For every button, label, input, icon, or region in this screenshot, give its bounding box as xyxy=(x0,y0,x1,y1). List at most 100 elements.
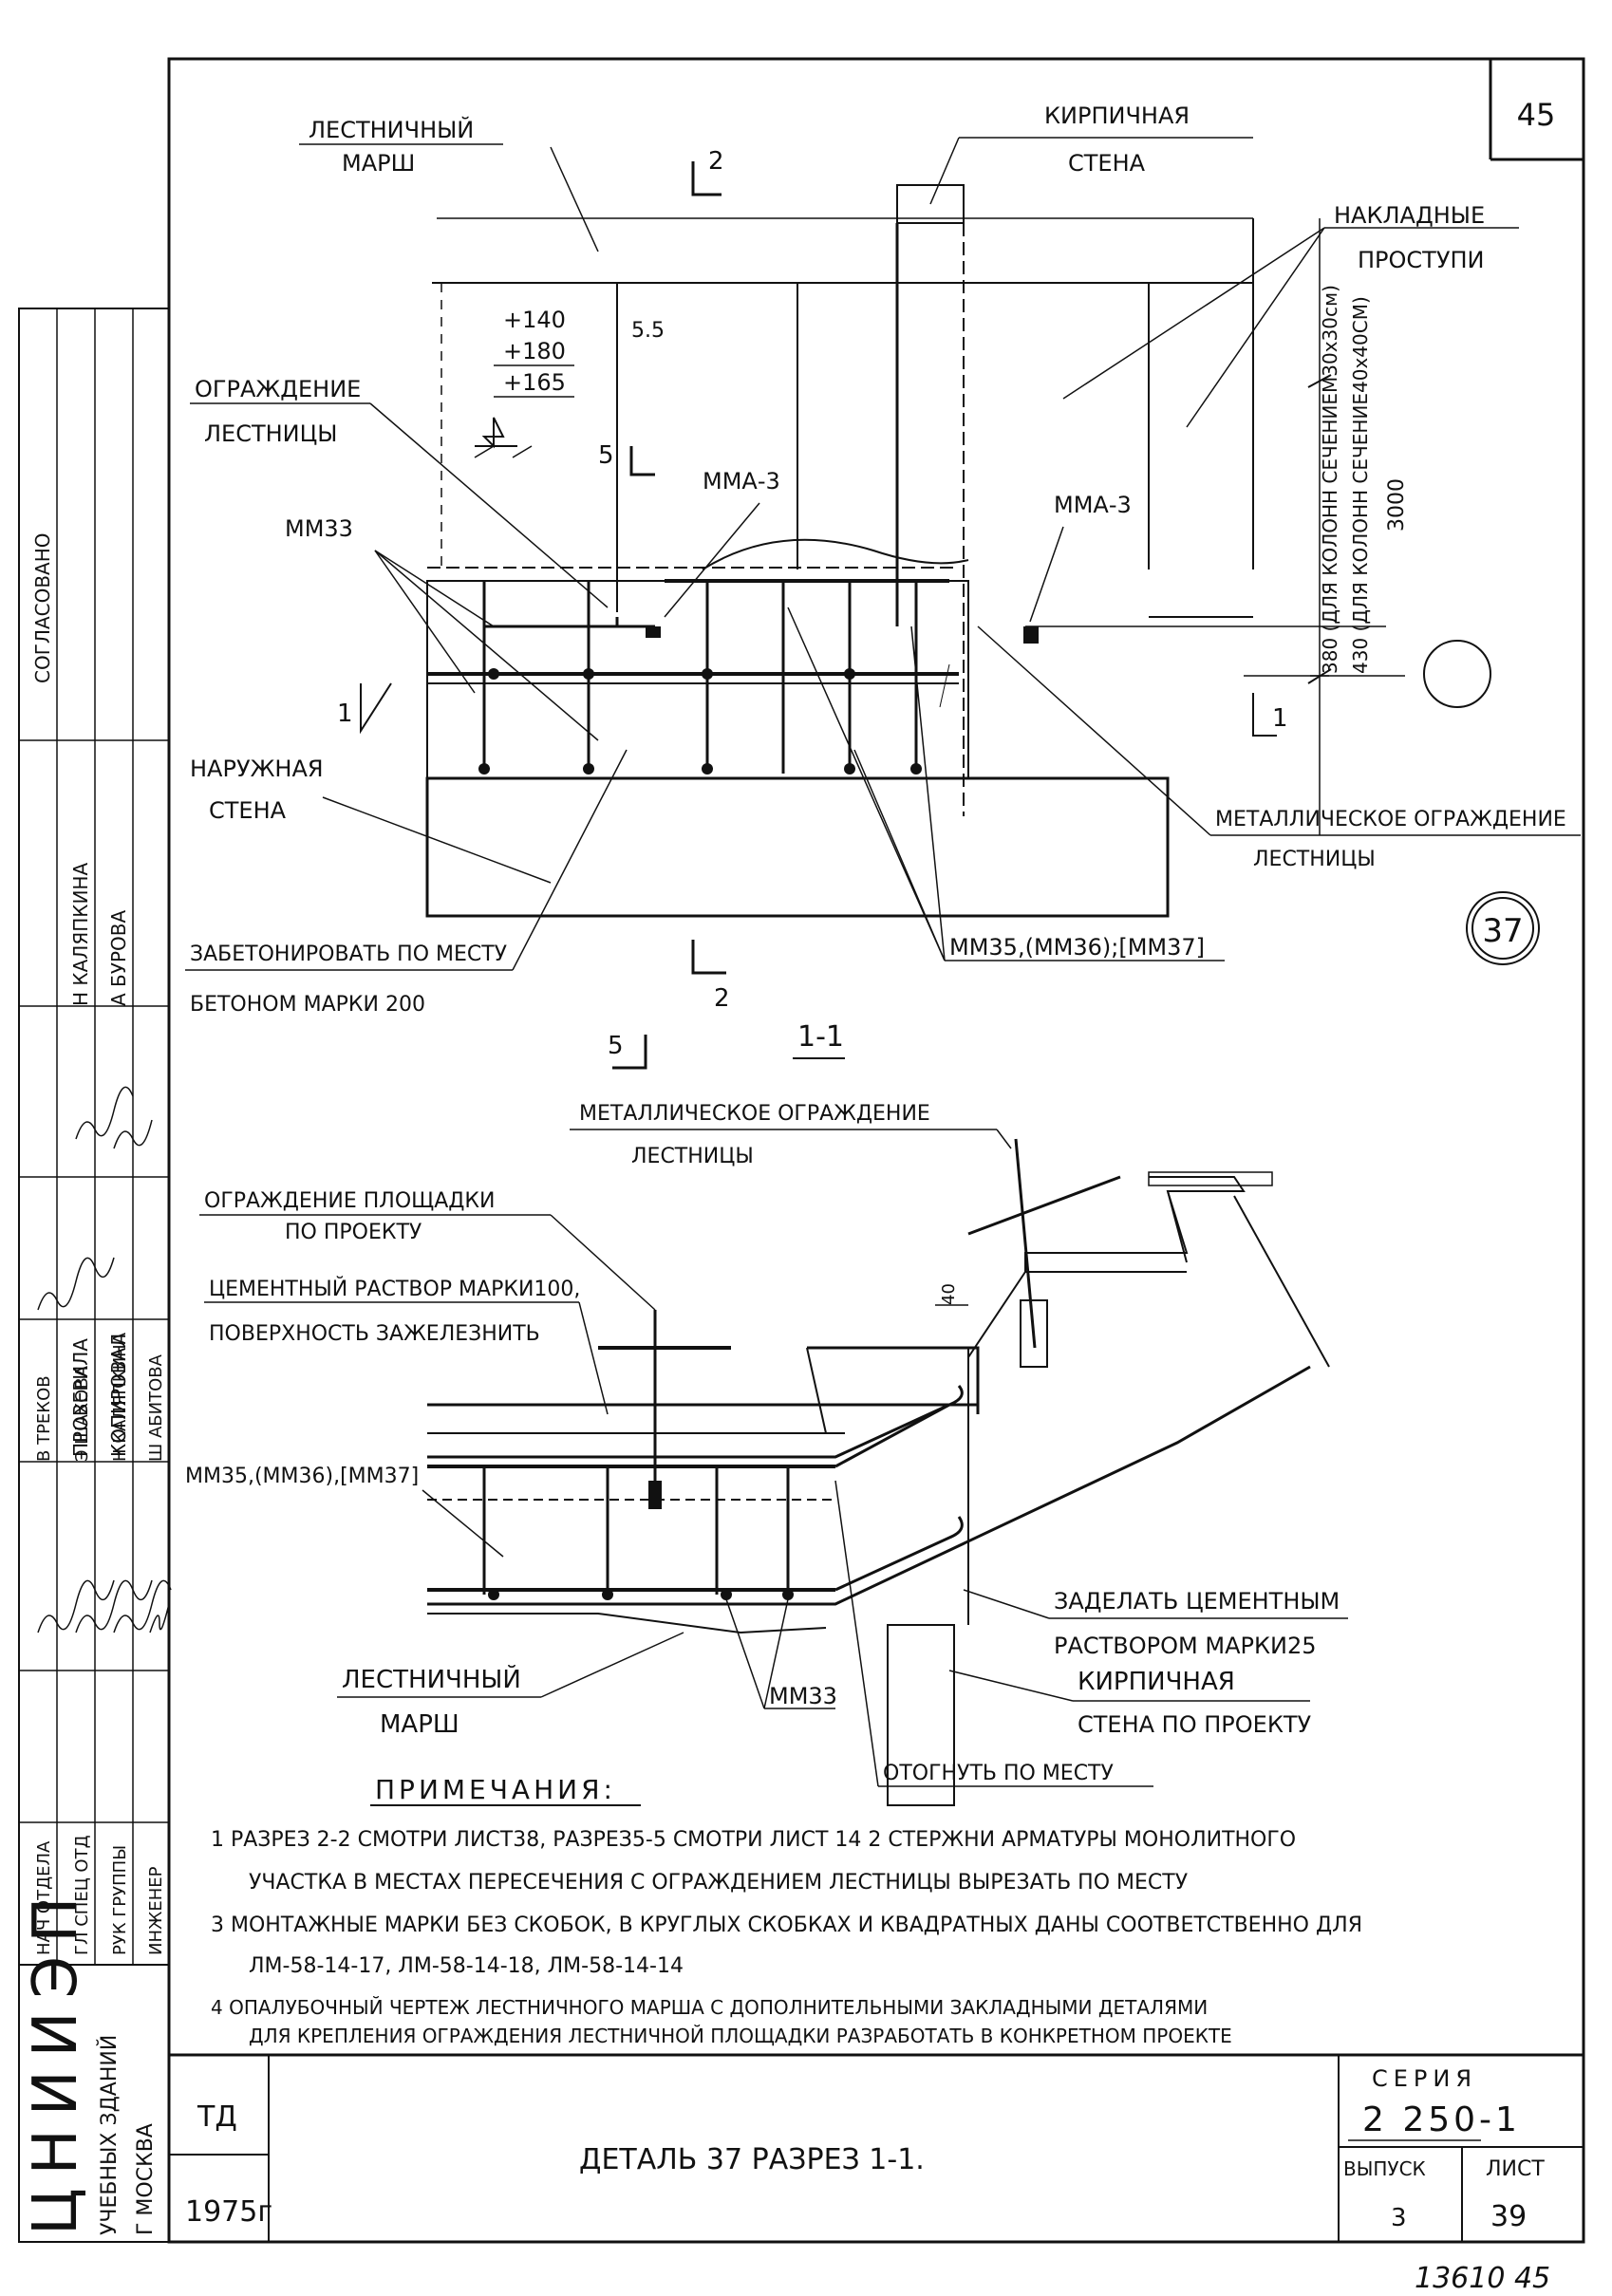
title-main: ДЕТАЛЬ 37 РАЗРЕЗ 1-1. xyxy=(579,2143,925,2176)
label-overlay-treads-b: ПРОСТУПИ xyxy=(1358,247,1484,273)
label-outer-wall-a: НАРУЖНАЯ xyxy=(190,756,324,782)
label-landing-railing-b: ПО ПРОЕКТУ xyxy=(285,1221,422,1244)
label-brick-wall-b: СТЕНА xyxy=(1068,150,1146,177)
notes-heading: ПРИМЕЧАНИЯ: xyxy=(375,1774,616,1805)
label-marks-1-1: ММ35,(ММ36);[ММ37] xyxy=(949,934,1205,961)
section-lower: 40 МЕТАЛЛИЧЕСКОЕ ОГРАЖДЕНИЕ ЛЕСТНИЦЫ ОГР… xyxy=(185,1102,1348,1806)
stamp-role2-1: КОПИРОВАЛ xyxy=(107,1334,130,1457)
cut-mark-5-top: 5 xyxy=(598,441,614,470)
label-metal-railing-lower-a: МЕТАЛЛИЧЕСКОЕ ОГРАЖДЕНИЕ xyxy=(579,1102,930,1126)
title-year: 1975г xyxy=(185,2195,272,2229)
label-stair-flight-a: ЛЕСТНИЧНЫЙ xyxy=(309,116,474,143)
series-number: 2 250-1 xyxy=(1362,2100,1521,2139)
stamp-name1-1: Э ШАХОВА xyxy=(72,1365,92,1462)
label-mortar-b: ПОВЕРХНОСТЬ ЗАЖЕЛЕЗНИТЬ xyxy=(209,1322,540,1346)
label-brick-lower-b: СТЕНА ПО ПРОЕКТУ xyxy=(1078,1711,1312,1738)
dim-430: 430 (ДЛЯ КОЛОНН СЕЧЕНИЕ40х40СМ) xyxy=(1349,296,1372,674)
outer-wall-hatch xyxy=(425,776,1170,918)
stamp-name2-0: Н КАЛЯПКИНА xyxy=(69,863,92,1006)
detail-circle-inner xyxy=(1471,897,1534,960)
detail-circle-outer xyxy=(1466,891,1540,965)
org-name: ЦНИИЭП xyxy=(21,1884,91,2235)
elevation-2: +165 xyxy=(503,369,566,396)
label-railing-b: ЛЕСТНИЦЫ xyxy=(204,420,337,447)
signature xyxy=(37,1579,115,1633)
note-line-4: 4 ОПАЛУБОЧНЫЙ ЧЕРТЕЖ ЛЕСТНИЧНОГО МАРША С… xyxy=(211,1996,1208,2019)
label-metal-railing-a: МЕТАЛЛИЧЕСКОЕ ОГРАЖДЕНИЕ xyxy=(1215,808,1566,831)
stamp-name1-2: Н КАЛЯПКИНА xyxy=(110,1332,130,1462)
signature xyxy=(75,1579,153,1633)
note-line-5: ДЛЯ КРЕПЛЕНИЯ ОГРАЖДЕНИЯ ЛЕСТНИЧНОЙ ПЛОЩ… xyxy=(249,2025,1232,2047)
label-landing-railing-a: ОГРАЖДЕНИЕ ПЛОЩАДКИ xyxy=(204,1189,496,1213)
dim-3000: 3000 xyxy=(1385,478,1409,532)
cut-mark-2-bottom: 2 xyxy=(714,984,730,1013)
section-title-1-1: 1-1 xyxy=(797,1020,844,1054)
label-brick-lower-a: КИРПИЧНАЯ xyxy=(1078,1668,1235,1696)
label-seal-b: РАСТВОРОМ МАРКИ25 xyxy=(1054,1633,1317,1659)
label-metal-railing-b: ЛЕСТНИЦЫ xyxy=(1253,848,1376,871)
label-metal-railing-lower-b: ЛЕСТНИЦЫ xyxy=(631,1145,754,1168)
label-brick-wall-a: КИРПИЧНАЯ xyxy=(1044,103,1190,129)
label-mm33: ММ33 xyxy=(285,515,353,542)
axis-marker xyxy=(1423,640,1491,708)
elevation-1: +180 xyxy=(503,338,566,364)
sheet-label: ЛИСТ xyxy=(1486,2157,1545,2181)
signature xyxy=(149,1603,170,1633)
notes: ПРИМЕЧАНИЯ: 1 РАЗРЕЗ 2-2 СМОТРИ ЛИСТ38, … xyxy=(211,1774,1362,2047)
label-flight-a: ЛЕСТНИЧНЫЙ xyxy=(342,1664,521,1694)
note-line-3: ЛМ-58-14-17, ЛМ-58-14-18, ЛМ-58-14-14 xyxy=(249,1954,684,1978)
stamp-name1-3: Ш АБИТОВА xyxy=(146,1353,166,1462)
org-sub-b: Г МОСКВА xyxy=(134,2123,158,2235)
title-block: ТД 1975г ДЕТАЛЬ 37 РАЗРЕЗ 1-1. СЕРИЯ 2 2… xyxy=(169,2053,1584,2242)
label-concrete-a: ЗАБЕТОНИРОВАТЬ ПО МЕСТУ xyxy=(190,943,508,966)
title-td: ТД xyxy=(197,2100,237,2134)
label-railing-a: ОГРАЖДЕНИЕ xyxy=(195,376,361,402)
org-sub-a: УЧЕБНЫХ ЗДАНИЙ xyxy=(97,2035,122,2235)
label-flight-b: МАРШ xyxy=(380,1710,459,1739)
cut-mark-1-left: 1 xyxy=(337,700,353,728)
signature xyxy=(75,1086,134,1140)
stamp-role-1: ГЛ СПЕЦ ОТД xyxy=(72,1835,92,1955)
stamp-role2-0: ПРОВЕРИЛА xyxy=(69,1338,92,1457)
label-mortar-a: ЦЕМЕНТНЫЙ РАСТВОР МАРКИ100, xyxy=(209,1277,580,1301)
brick-wall-section xyxy=(896,184,965,224)
brick-wall-lower xyxy=(887,1624,955,1806)
label-mm33-lower: ММ33 xyxy=(769,1683,837,1709)
detail-number: 37 xyxy=(1482,912,1523,950)
label-mma3-left: ММА-3 xyxy=(703,468,780,495)
signature xyxy=(113,1579,172,1633)
stamp-role-2: РУК ГРУППЫ xyxy=(110,1845,130,1955)
section-1-1: 2 2 5 5 1 1 ЛЕСТНИЧНЫЙ МАРШ КИРПИЧНАЯ СТ… xyxy=(185,103,1581,1070)
stamp-name2-1: А БУРОВА xyxy=(107,910,130,1006)
stamp-approval: СОГЛАСОВАНО xyxy=(31,532,54,683)
label-outer-wall-b: СТЕНА xyxy=(209,797,287,824)
issue-label: ВЫПУСК xyxy=(1343,2157,1426,2180)
stamp-role-3: ИНЖЕНЕР xyxy=(146,1866,166,1955)
issue-number: 3 xyxy=(1391,2204,1407,2232)
label-seal-a: ЗАДЕЛАТЬ ЦЕМЕНТНЫМ xyxy=(1054,1588,1340,1615)
side-stamp: СОГЛАСОВАНО Н КАЛЯПКИНА А БУРОВА ПРОВЕРИ… xyxy=(18,308,172,2243)
label-overlay-treads-a: НАКЛАДНЫЕ xyxy=(1334,202,1485,229)
page-number: 45 xyxy=(1517,97,1556,133)
label-concrete-b: БЕТОНОМ МАРКИ 200 xyxy=(190,993,425,1017)
stamp-role-0: НАЧ ОТДЕЛА xyxy=(34,1840,54,1955)
cut-mark-1-right: 1 xyxy=(1272,704,1288,733)
elevation-0: +140 xyxy=(503,307,566,333)
label-marks-lower: ММ35,(ММ36),[ММ37] xyxy=(185,1465,419,1488)
stamp-name1-0: В ТРЕКОВ xyxy=(34,1375,54,1462)
series-label: СЕРИЯ xyxy=(1372,2065,1477,2092)
signature xyxy=(37,1257,115,1311)
sheet-reference: 13610 45 xyxy=(1415,2262,1550,2295)
note-line-1: УЧАСТКА В МЕСТАХ ПЕРЕСЕЧЕНИЯ С ОГРАЖДЕНИ… xyxy=(249,1871,1189,1895)
signature xyxy=(113,1119,153,1149)
label-stair-flight-b: МАРШ xyxy=(342,150,415,177)
dim-380: 380 (ДЛЯ КОЛОНН СЕЧЕНИЕМ30х30см) xyxy=(1319,285,1341,674)
sheet-number: 39 xyxy=(1490,2200,1527,2233)
note-line-2: 3 МОНТАЖНЫЕ МАРКИ БЕЗ СКОБОК, В КРУГЛЫХ … xyxy=(211,1913,1362,1937)
cut-mark-2-top: 2 xyxy=(708,147,724,176)
note-line-0: 1 РАЗРЕЗ 2-2 СМОТРИ ЛИСТ38, РАЗРЕЗ5-5 СМ… xyxy=(211,1828,1296,1852)
dim-40: 40 xyxy=(939,1283,959,1305)
label-bend: ОТОГНУТЬ ПО МЕСТУ xyxy=(883,1762,1114,1785)
monolithic-concrete-zone xyxy=(426,580,969,779)
